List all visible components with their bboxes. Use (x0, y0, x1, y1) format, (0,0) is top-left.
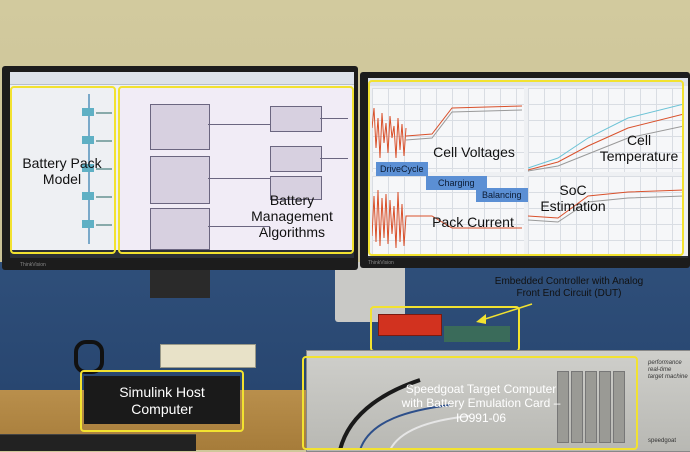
battery-pack-model-highlight (10, 86, 116, 254)
bms-block (150, 104, 210, 150)
left-monitor-screen (10, 72, 354, 258)
speedgoat-label: Speedgoat Target Computer with Battery E… (401, 382, 561, 425)
drive-cycle-tag: DriveCycle (376, 162, 428, 176)
bms-block (270, 176, 322, 200)
embedded-controller-label: Embedded Controller with Analog Front En… (494, 276, 644, 299)
rack-slot (613, 371, 625, 443)
afe-board (444, 326, 510, 342)
embedded-controller-highlight (370, 306, 520, 352)
left-taskbar (10, 250, 354, 258)
rack-slot (585, 371, 597, 443)
rack-logo: speedgoat (648, 438, 677, 444)
pack-current-label: Pack Current (432, 214, 514, 230)
bms-model-canvas (120, 88, 352, 256)
simulink-toolbar (10, 72, 354, 85)
simulink-host-highlight (80, 370, 244, 432)
rack-slot (599, 371, 611, 443)
keyboard (0, 434, 196, 451)
embedded-controller-arrow (476, 303, 533, 324)
cables (338, 378, 471, 450)
soc-estimation-plot (528, 176, 684, 254)
rack-slot (557, 371, 569, 443)
right-monitor-logo: ThinkVision (368, 260, 394, 266)
bms-algorithms-label: Battery Management Algorithms (251, 192, 333, 241)
power-outlet (160, 344, 256, 368)
speedgoat-highlight (302, 356, 638, 450)
right-taskbar (368, 256, 688, 258)
cell-voltages-label: Cell Voltages (433, 144, 515, 160)
bms-block (150, 156, 210, 204)
charging-tag: Charging (426, 176, 487, 190)
cell-temperature-label: Cell Temperature (599, 132, 679, 165)
left-monitor-stand (150, 268, 210, 298)
bms-block (270, 106, 322, 132)
host-computer-case (84, 376, 240, 424)
left-monitor: ThinkVision (2, 66, 358, 270)
balancing-tag: Balancing (476, 188, 528, 202)
rack-slot (571, 371, 583, 443)
cell-voltages-plot (372, 88, 524, 172)
battery-pack-schematic (68, 94, 114, 244)
headphones (74, 340, 104, 374)
plot-toolbar (368, 78, 688, 86)
battery-pack-model-label: Battery Pack Model (22, 155, 102, 188)
soc-estimation-label: SoC Estimation (540, 182, 606, 215)
bms-algorithms-highlight (118, 86, 354, 254)
simulink-host-label: Simulink Host Computer (119, 384, 205, 417)
controller-board (378, 314, 442, 336)
cell-temperature-plot (528, 88, 684, 172)
plots-highlight (368, 80, 684, 256)
bms-block (150, 208, 210, 250)
rack-brand-text: performance real-time target machine (648, 360, 688, 381)
left-monitor-logo: ThinkVision (20, 262, 46, 268)
bms-block (270, 146, 322, 172)
